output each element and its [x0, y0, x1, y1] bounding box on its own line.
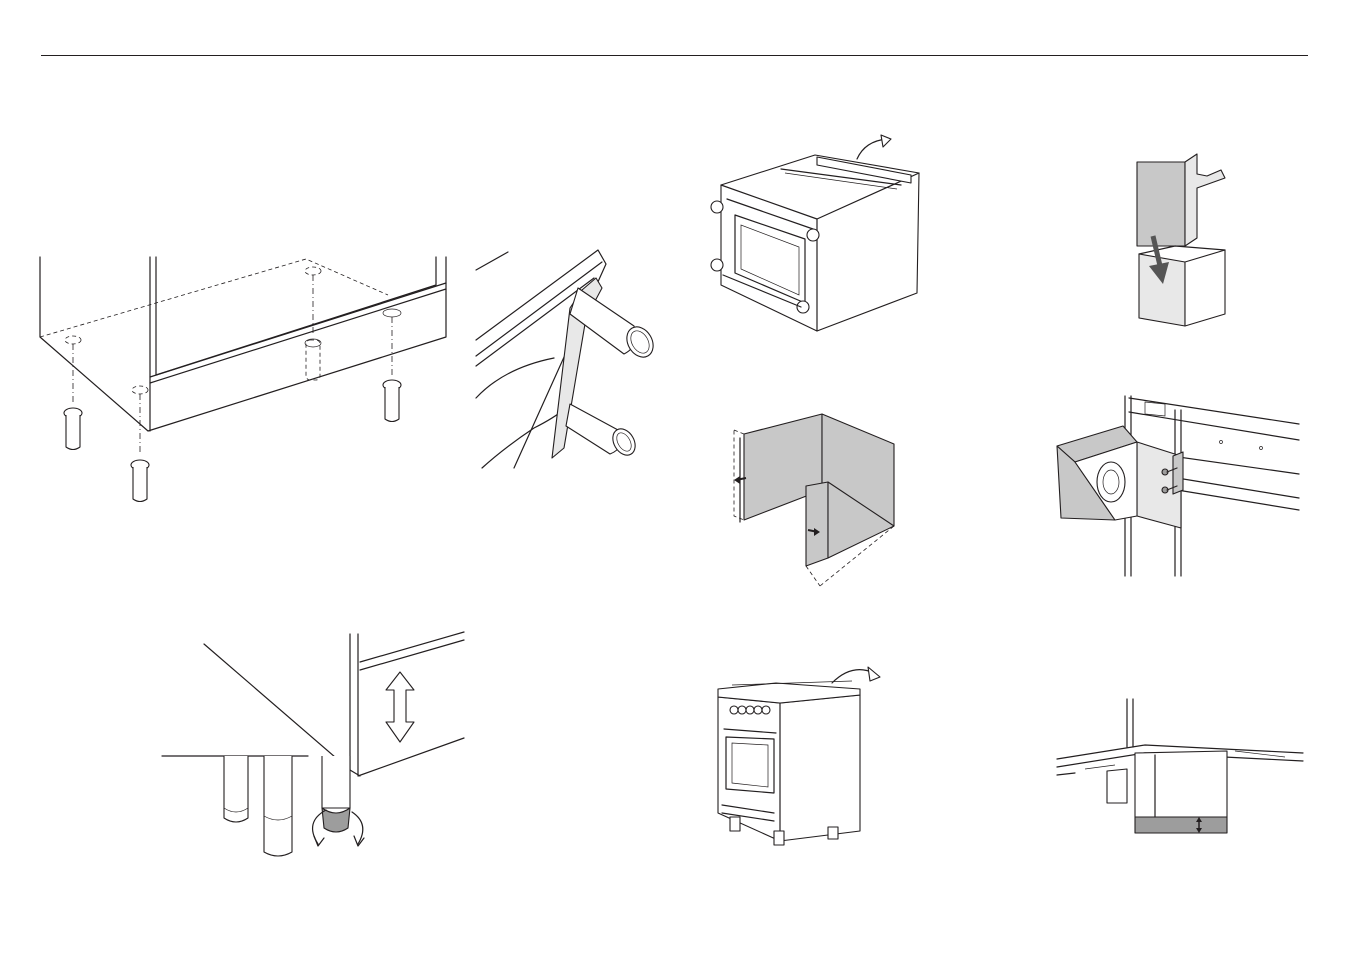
foot-icon [224, 756, 248, 822]
foot-icon [131, 460, 149, 502]
figure-plinth-height-adjust [1055, 695, 1305, 840]
handle-rail-illustration [474, 248, 664, 478]
plinth-fold-illustration [728, 410, 900, 592]
foot-icon [264, 756, 292, 856]
header-rule [41, 55, 1308, 56]
figure-foot-level-adjust [160, 630, 470, 865]
plinth-cover-slide-illustration [1135, 150, 1235, 330]
tilt-arrow-icon [857, 135, 891, 159]
bracket-fix-illustration [1055, 390, 1305, 580]
range-tilt-back-illustration [712, 655, 892, 855]
figure-handle-rail [474, 248, 664, 478]
figure-range-tilt-back [712, 655, 892, 855]
foot-level-adjust-illustration [160, 630, 470, 865]
foot-icon [383, 380, 401, 422]
figure-bracket-fix [1055, 390, 1305, 580]
figure-cooker-tilt-back [705, 135, 925, 335]
plinth-height-adjust-illustration [1055, 695, 1305, 840]
up-down-arrow-icon [386, 672, 414, 742]
figure-feet-insert [38, 255, 458, 510]
feet-insert-illustration [38, 255, 458, 510]
cooker-tilt-back-illustration [705, 135, 925, 335]
tilt-arrow-icon [832, 667, 880, 683]
foot-icon [64, 408, 82, 450]
figure-plinth-cover-slide [1135, 150, 1235, 330]
foot-icon [322, 756, 350, 832]
figure-plinth-fold [728, 410, 900, 592]
